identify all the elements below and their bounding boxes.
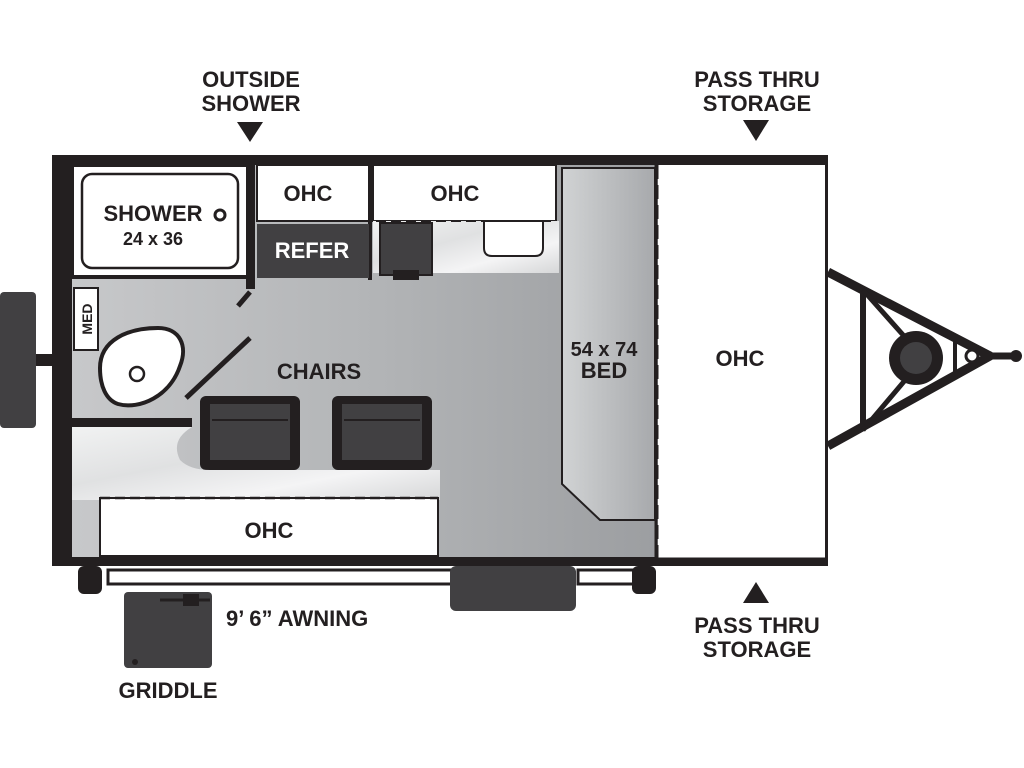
shower-pan xyxy=(80,172,240,270)
pass-thru-bottom-label-line2: STORAGE xyxy=(703,637,811,662)
bed xyxy=(561,167,656,521)
outside-shower-arrow xyxy=(237,122,263,142)
awning-label: 9’ 6” AWNING xyxy=(226,606,368,631)
outside-shower-label-line2: SHOWER xyxy=(202,91,301,116)
medicine-cabinet xyxy=(73,287,99,351)
refer-label: REFER xyxy=(275,238,350,263)
ohc-upper-left xyxy=(256,164,370,222)
pass-thru-bottom-arrow xyxy=(743,582,769,603)
chair-left xyxy=(200,396,300,470)
chair-right xyxy=(332,396,432,470)
rear-bumper-mount xyxy=(36,354,56,366)
toilet xyxy=(97,325,186,408)
rear-spare-tire xyxy=(0,292,36,428)
awning-bar xyxy=(106,568,454,586)
pass-thru-top-label-line2: STORAGE xyxy=(703,91,811,116)
galley-sink xyxy=(483,220,544,257)
shower-drain-icon xyxy=(213,208,227,222)
pass-thru-bottom-label-line1: PASS THRU xyxy=(694,613,820,638)
entry-step xyxy=(450,566,576,611)
griddle xyxy=(124,592,212,668)
stabilizer-jacks xyxy=(78,566,656,594)
refrigerator xyxy=(257,224,369,278)
bathroom-door xyxy=(184,336,252,400)
microwave xyxy=(379,222,433,276)
med-label: MED xyxy=(79,303,95,334)
ohc-front-label: OHC xyxy=(716,346,765,371)
ohc-upper-left-label: OHC xyxy=(284,181,333,206)
dinette-counter xyxy=(72,427,440,500)
shower-label: SHOWER xyxy=(104,201,203,226)
chairs-label: CHAIRS xyxy=(277,359,361,384)
ohc-lower-label: OHC xyxy=(245,518,294,543)
outside-shower-label-line1: OUTSIDE xyxy=(202,67,300,92)
bed-size-label: 54 x 74 xyxy=(571,339,639,361)
pass-thru-top-label-line1: PASS THRU xyxy=(694,67,820,92)
trailer-hitch xyxy=(825,268,1022,450)
ohc-upper-mid-label: OHC xyxy=(431,181,480,206)
pass-thru-top-arrow xyxy=(743,120,769,141)
griddle-label: GRIDDLE xyxy=(119,678,218,703)
front-storage-area xyxy=(658,165,825,559)
shower-size-label: 24 x 36 xyxy=(123,229,183,249)
bed-label: BED xyxy=(581,358,627,383)
